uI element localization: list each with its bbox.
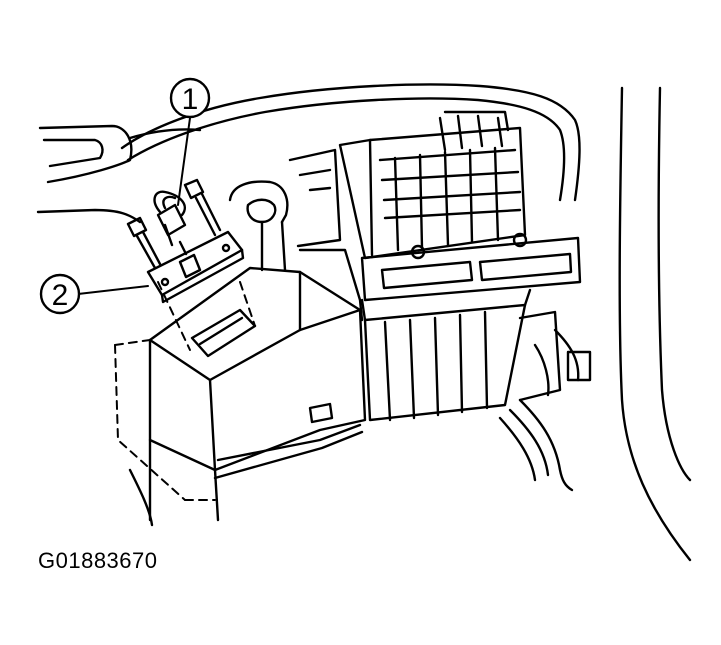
mounting-screws (126, 178, 222, 270)
callout-2: 2 (39, 273, 81, 315)
heater-case (338, 110, 582, 422)
air-duct (228, 148, 364, 322)
dashboard-outline (36, 83, 581, 224)
callout-1-label: 1 (182, 83, 199, 116)
wire-harness (498, 328, 592, 492)
callout-1: 1 (169, 77, 211, 119)
door-trim (618, 86, 692, 562)
blower-housing (128, 266, 367, 527)
mounting-location-dashed (114, 281, 256, 501)
figure-id: G01883670 (38, 548, 158, 573)
leader-lines (77, 117, 191, 295)
blower-resistor (146, 230, 245, 304)
electrical-connector (153, 190, 188, 256)
callout-2-label: 2 (52, 279, 69, 312)
